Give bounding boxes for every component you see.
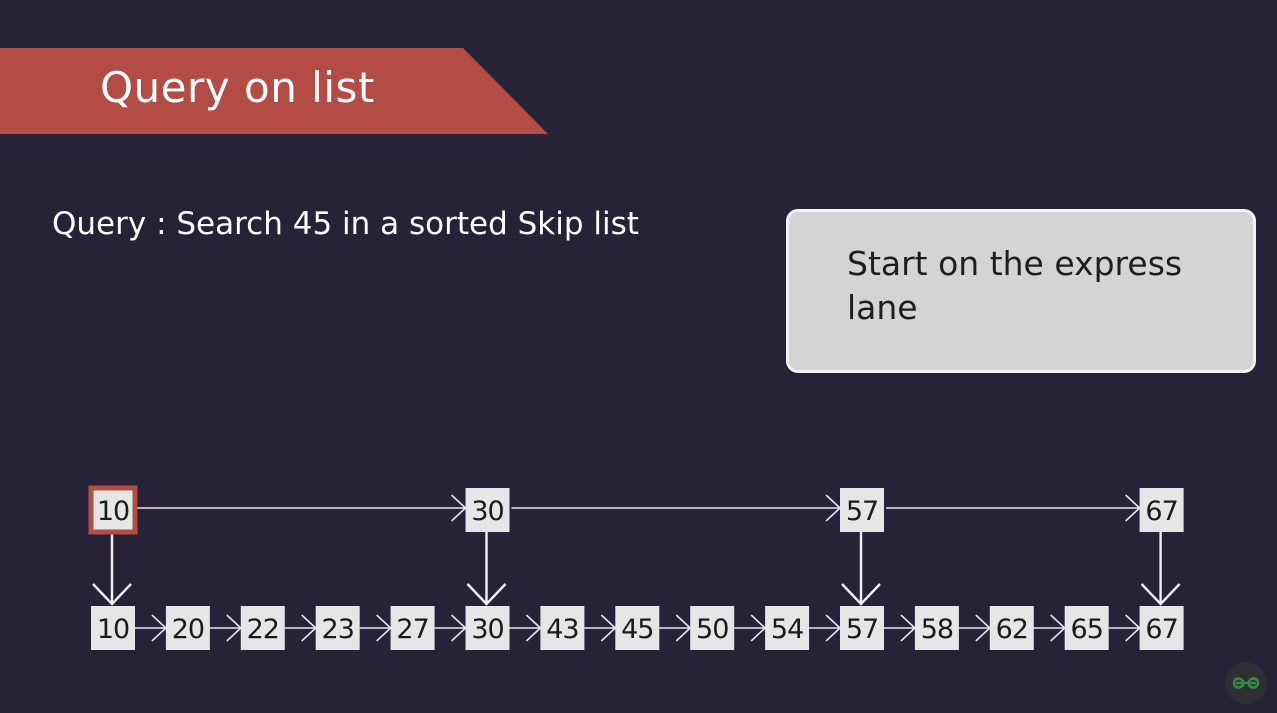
base-arrow [434,614,467,642]
down-arrow [92,532,132,606]
slide-title: Query on list [100,63,375,112]
base-arrow [958,614,991,642]
base-node: 50 [690,606,735,650]
base-arrow [584,614,617,642]
base-node: 67 [1139,606,1184,650]
base-node: 45 [615,606,660,650]
base-arrow [884,614,917,642]
callout-box: Start on the express lane [786,209,1256,373]
base-arrow [1033,614,1066,642]
base-arrow [809,614,842,642]
node-label: 30 [471,614,503,645]
base-node: 30 [465,606,510,650]
base-node: 62 [989,606,1034,650]
base-node: 54 [765,606,810,650]
express-node: 57 [840,488,884,532]
express-node: 30 [465,488,510,532]
down-arrow [466,532,507,606]
node-label: 20 [172,614,204,645]
node-label: 10 [97,496,129,527]
express-node: 10 [88,485,138,535]
base-node: 65 [1064,606,1109,650]
base-arrow [734,614,767,642]
down-arrow [1140,532,1181,606]
callout-text: Start on the express lane [847,244,1183,327]
base-node: 10 [91,606,135,650]
base-node: 58 [914,606,959,650]
express-arrow [511,494,842,522]
base-arrow [209,614,242,642]
express-arrow [137,494,467,522]
base-node: 23 [315,606,360,650]
base-arrow [359,614,392,642]
node-label: 57 [846,614,878,645]
node-label: 43 [546,614,578,645]
node-label: 10 [97,614,129,645]
node-label: 45 [621,614,653,645]
query-text: Query : Search 45 in a sorted Skip list [52,206,639,242]
gfg-logo-icon [1232,677,1260,689]
down-arrow [841,532,881,606]
node-label: 54 [771,614,803,645]
node-label: 58 [921,614,953,645]
base-arrow [284,614,317,642]
node-label: 62 [996,614,1028,645]
node-label: 22 [247,614,279,645]
base-arrow [135,614,168,642]
node-label: 57 [846,496,878,527]
base-arrow [509,614,542,642]
logo [1225,662,1267,704]
node-label: 65 [1071,614,1103,645]
base-node: 27 [390,606,435,650]
base-node: 22 [240,606,285,650]
express-node: 67 [1139,488,1184,532]
node-label: 67 [1145,496,1177,527]
node-label: 23 [322,614,354,645]
base-node: 57 [840,606,884,650]
node-label: 27 [396,614,428,645]
node-label: 30 [471,496,503,527]
node-label: 50 [696,614,728,645]
title-banner [0,48,548,134]
base-arrow [1108,614,1141,642]
base-arrow [659,614,692,642]
base-node: 20 [165,606,210,650]
node-label: 67 [1145,614,1177,645]
base-node: 43 [540,606,585,650]
express-arrow [886,494,1141,522]
